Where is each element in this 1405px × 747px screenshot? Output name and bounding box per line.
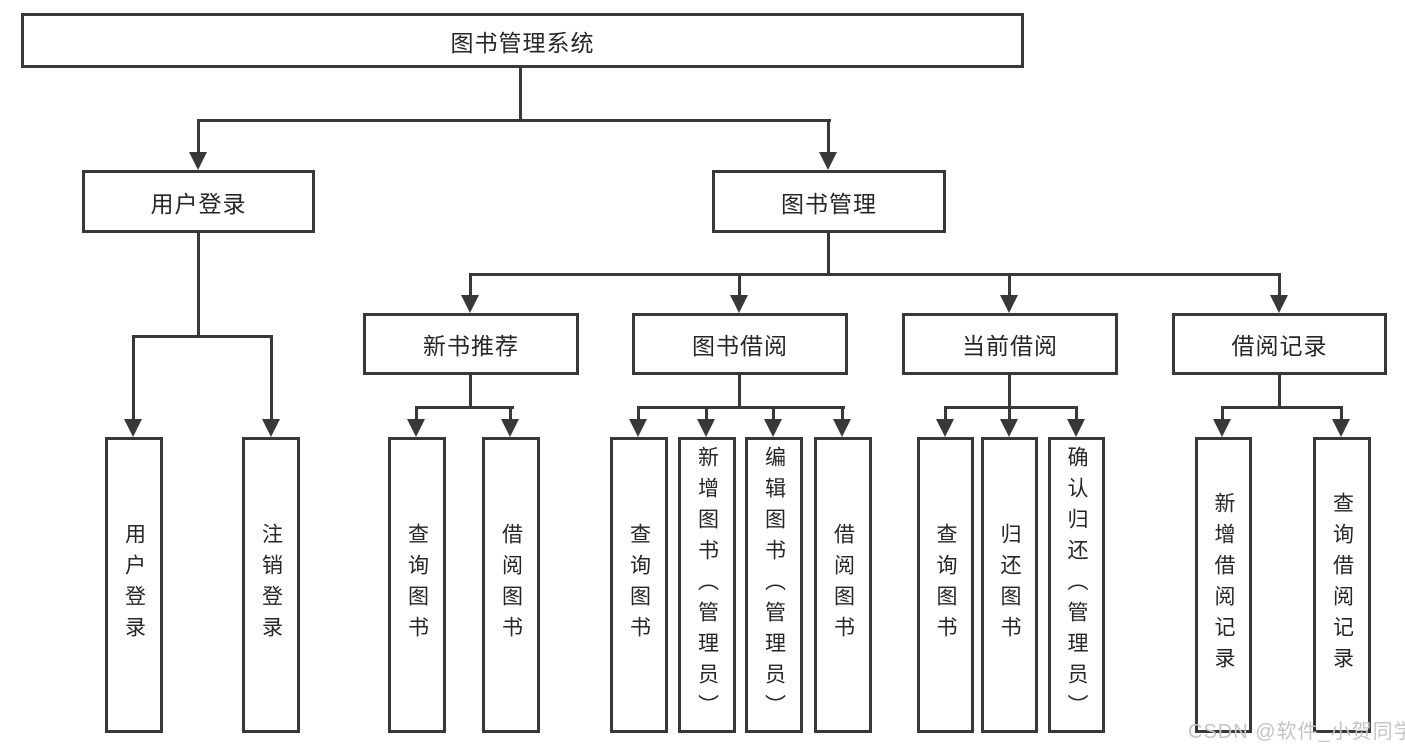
arrowhead-down-icon (819, 152, 837, 170)
connector-line (944, 406, 1078, 409)
leaf-borrow-add: 新增图书（管理员） (678, 437, 736, 733)
arrowhead-down-icon (189, 152, 207, 170)
connector-line (469, 275, 472, 297)
leaf-borrow-borrow: 借阅图书 (814, 437, 872, 733)
connector-line (841, 408, 844, 421)
node-book-borrow-label: 图书借阅 (692, 333, 788, 359)
leaf-record-query-label: 查询借阅记录 (1330, 492, 1354, 678)
leaf-current-query-label: 查询图书 (934, 523, 957, 647)
leaf-borrow-query: 查询图书 (610, 437, 668, 733)
connector-line (738, 275, 741, 297)
node-book-mgmt: 图书管理 (712, 170, 946, 233)
leaf-logout-label: 注销登录 (259, 523, 283, 647)
node-new-book-rec: 新书推荐 (363, 313, 579, 375)
arrowhead-down-icon (407, 419, 425, 437)
leaf-newbook-borrow: 借阅图书 (482, 437, 540, 733)
connector-line (1221, 408, 1224, 421)
connector-line (132, 337, 135, 421)
arrowhead-down-icon (697, 419, 715, 437)
connector-line (772, 408, 775, 421)
node-borrow-record-label: 借阅记录 (1231, 333, 1328, 359)
connector-line (509, 408, 512, 421)
leaf-newbook-query-label: 查询图书 (405, 523, 429, 647)
node-user-login-label: 用户登录 (150, 190, 247, 217)
connector-line (1278, 275, 1281, 297)
watermark: CSDN @软件_小贺同学 (1188, 721, 1405, 743)
node-current-borrow: 当前借阅 (902, 313, 1118, 375)
connector-line (1278, 375, 1281, 408)
arrowhead-down-icon (501, 419, 519, 437)
connector-line (519, 68, 522, 121)
connector-line (132, 335, 273, 338)
arrowhead-down-icon (730, 295, 748, 313)
connector-line (944, 408, 947, 421)
leaf-borrow-borrow-label: 借阅图书 (831, 523, 855, 647)
leaf-borrow-query-label: 查询图书 (627, 523, 651, 647)
connector-line (415, 406, 514, 409)
leaf-current-confirm-label: 确认归还（管理员） (1065, 445, 1088, 725)
arrowhead-down-icon (1067, 419, 1085, 437)
connector-line (827, 233, 830, 275)
leaf-current-confirm: 确认归还（管理员） (1048, 437, 1105, 733)
arrowhead-down-icon (124, 419, 142, 437)
leaf-newbook-query: 查询图书 (388, 437, 446, 733)
connector-line (197, 121, 200, 156)
leaf-current-return: 归还图书 (981, 437, 1038, 733)
connector-line (469, 375, 472, 408)
connector-line (1008, 275, 1011, 297)
arrowhead-down-icon (833, 419, 851, 437)
leaf-borrow-add-label: 新增图书（管理员） (695, 445, 719, 725)
arrowhead-down-icon (629, 419, 647, 437)
arrowhead-down-icon (1000, 295, 1018, 313)
node-book-mgmt-label: 图书管理 (781, 190, 877, 217)
leaf-record-add: 新增借阅记录 (1195, 437, 1252, 733)
connector-line (469, 273, 1281, 276)
node-user-login: 用户登录 (82, 170, 315, 233)
connector-line (197, 233, 200, 335)
connector-line (1075, 408, 1078, 421)
connector-line (270, 337, 273, 421)
connector-line (705, 408, 708, 421)
leaf-borrow-edit: 编辑图书（管理员） (745, 437, 803, 733)
arrowhead-down-icon (1213, 419, 1231, 437)
leaf-logout: 注销登录 (242, 437, 300, 733)
leaf-newbook-borrow-label: 借阅图书 (499, 523, 523, 647)
node-root-label: 图书管理系统 (450, 29, 595, 56)
leaf-user-login: 用户登录 (105, 437, 163, 733)
connector-line (1008, 375, 1011, 408)
connector-line (1221, 406, 1343, 409)
leaf-record-query: 查询借阅记录 (1313, 437, 1371, 733)
connector-line (637, 408, 640, 421)
leaf-borrow-edit-label: 编辑图书（管理员） (762, 445, 786, 725)
connector-line (1008, 408, 1011, 421)
arrowhead-down-icon (936, 419, 954, 437)
connector-line (1340, 408, 1343, 421)
arrowhead-down-icon (764, 419, 782, 437)
connector-line (197, 119, 831, 122)
node-borrow-record: 借阅记录 (1172, 313, 1387, 375)
leaf-user-login-label: 用户登录 (122, 523, 146, 647)
node-root: 图书管理系统 (21, 13, 1024, 68)
arrowhead-down-icon (262, 419, 280, 437)
arrowhead-down-icon (1270, 295, 1288, 313)
arrowhead-down-icon (1332, 419, 1350, 437)
connector-line (827, 121, 830, 156)
connector-line (637, 406, 845, 409)
connector-line (738, 375, 741, 408)
node-new-book-rec-label: 新书推荐 (423, 333, 519, 359)
arrowhead-down-icon (461, 295, 479, 313)
node-book-borrow: 图书借阅 (632, 313, 848, 375)
arrowhead-down-icon (1000, 419, 1018, 437)
leaf-record-add-label: 新增借阅记录 (1212, 492, 1235, 678)
node-current-borrow-label: 当前借阅 (962, 333, 1058, 359)
leaf-current-query: 查询图书 (917, 437, 974, 733)
connector-line (415, 408, 418, 421)
leaf-current-return-label: 归还图书 (998, 523, 1021, 647)
